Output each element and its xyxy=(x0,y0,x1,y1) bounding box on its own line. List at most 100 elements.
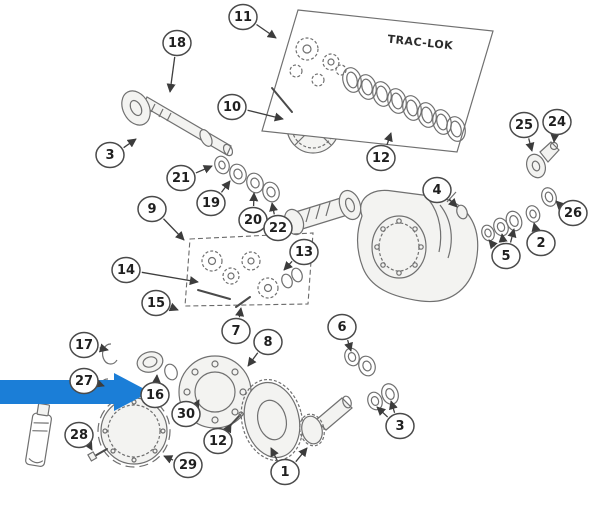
pinion-shaft-art xyxy=(283,189,362,236)
callout-leader-25 xyxy=(525,138,535,152)
callout-leader-14 xyxy=(141,271,199,286)
callout-leader-9 xyxy=(163,218,185,241)
callout-leader-12 xyxy=(384,132,393,146)
callout-18: 18 xyxy=(162,29,192,57)
pinion-yoke-parts-art xyxy=(456,141,560,242)
svg-text:28: 28 xyxy=(70,428,88,443)
callout-leader-1 xyxy=(295,447,308,463)
svg-text:8: 8 xyxy=(263,335,272,350)
trac-lok-kit-box-art: TRAC-LOK xyxy=(261,9,494,153)
callout-leader-7 xyxy=(235,307,245,318)
axle-housing-art xyxy=(357,189,479,303)
svg-text:10: 10 xyxy=(223,100,241,115)
callout-leader-12 xyxy=(223,423,232,434)
pinion-shims-art xyxy=(214,155,280,203)
svg-text:16: 16 xyxy=(146,388,164,403)
callout-leader-8 xyxy=(247,352,259,367)
svg-text:29: 29 xyxy=(179,458,197,473)
svg-text:17: 17 xyxy=(75,338,93,353)
axle-shaft-art xyxy=(121,90,234,157)
svg-text:18: 18 xyxy=(168,36,186,51)
callout-24: 24 xyxy=(542,108,572,136)
callout-3: 3 xyxy=(385,412,415,440)
callout-11: 11 xyxy=(228,3,258,31)
callout-2: 2 xyxy=(526,229,556,257)
callout-leader-15 xyxy=(168,302,179,312)
callout-leader-3 xyxy=(389,400,398,414)
sealant-tube-art xyxy=(25,402,52,467)
callout-1: 1 xyxy=(270,458,300,486)
svg-text:2: 2 xyxy=(536,236,545,251)
callout-4: 4 xyxy=(422,176,452,204)
svg-text:26: 26 xyxy=(564,206,582,221)
callout-30: 30 xyxy=(171,400,201,428)
callout-22: 22 xyxy=(263,214,293,242)
callout-leader-21 xyxy=(195,165,213,174)
callout-leader-6 xyxy=(344,339,353,352)
callout-leader-4 xyxy=(448,197,458,208)
svg-text:7: 7 xyxy=(231,324,240,339)
callout-17: 17 xyxy=(69,331,99,359)
callout-5: 5 xyxy=(491,242,521,270)
svg-text:5: 5 xyxy=(501,249,510,264)
callout-leader-10 xyxy=(247,109,284,122)
svg-text:3: 3 xyxy=(395,419,404,434)
svg-text:22: 22 xyxy=(269,221,287,236)
callout-leader-17 xyxy=(98,343,109,353)
svg-text:4: 4 xyxy=(432,183,441,198)
callout-leader-27 xyxy=(94,378,105,388)
callout-leader-3 xyxy=(123,138,137,149)
svg-text:21: 21 xyxy=(172,171,190,186)
callout-leader-5 xyxy=(507,228,517,243)
callout-29: 29 xyxy=(173,451,203,479)
callout-10: 10 xyxy=(217,93,247,121)
callout-leader-29 xyxy=(163,455,174,464)
callout-16: 16 xyxy=(140,381,170,409)
callout-9: 9 xyxy=(137,195,167,223)
svg-text:13: 13 xyxy=(295,245,313,260)
callout-leader-28 xyxy=(83,440,93,451)
svg-text:6: 6 xyxy=(337,320,346,335)
callout-14: 14 xyxy=(111,256,141,284)
callout-leader-5 xyxy=(488,239,498,250)
leader-layer xyxy=(83,23,566,464)
callout-leader-19 xyxy=(220,180,231,193)
callout-leader-3 xyxy=(376,406,389,418)
callout-7: 7 xyxy=(221,317,251,345)
svg-text:12: 12 xyxy=(209,434,227,449)
svg-text:25: 25 xyxy=(515,118,533,133)
callout-8: 8 xyxy=(253,328,283,356)
svg-text:1: 1 xyxy=(280,465,289,480)
svg-text:20: 20 xyxy=(244,213,262,228)
svg-text:24: 24 xyxy=(548,115,566,130)
svg-text:19: 19 xyxy=(202,196,220,211)
callout-leader-26 xyxy=(555,200,566,211)
callout-27: 27 xyxy=(69,367,99,395)
callout-3: 3 xyxy=(95,141,125,169)
callout-26: 26 xyxy=(558,199,588,227)
callout-12: 12 xyxy=(203,427,233,455)
callout-20: 20 xyxy=(238,206,268,234)
callout-19: 19 xyxy=(196,189,226,217)
callout-leader-5 xyxy=(498,233,508,243)
svg-text:30: 30 xyxy=(177,407,195,422)
callout-leader-30 xyxy=(191,399,200,410)
callout-leader-2 xyxy=(531,222,541,233)
callout-leader-24 xyxy=(550,133,560,143)
highlight-arrow-annotation xyxy=(0,373,150,411)
callout-6: 6 xyxy=(327,313,357,341)
callout-21: 21 xyxy=(166,164,196,192)
highlight-layer xyxy=(0,373,150,411)
svg-text:27: 27 xyxy=(75,374,93,389)
callout-leader-1 xyxy=(270,447,279,461)
svg-text:11: 11 xyxy=(234,10,252,25)
callout-13: 13 xyxy=(289,238,319,266)
callout-28: 28 xyxy=(64,421,94,449)
callout-leader-11 xyxy=(256,23,277,39)
svg-text:14: 14 xyxy=(117,263,135,278)
callout-12: 12 xyxy=(366,144,396,172)
callout-15: 15 xyxy=(141,289,171,317)
